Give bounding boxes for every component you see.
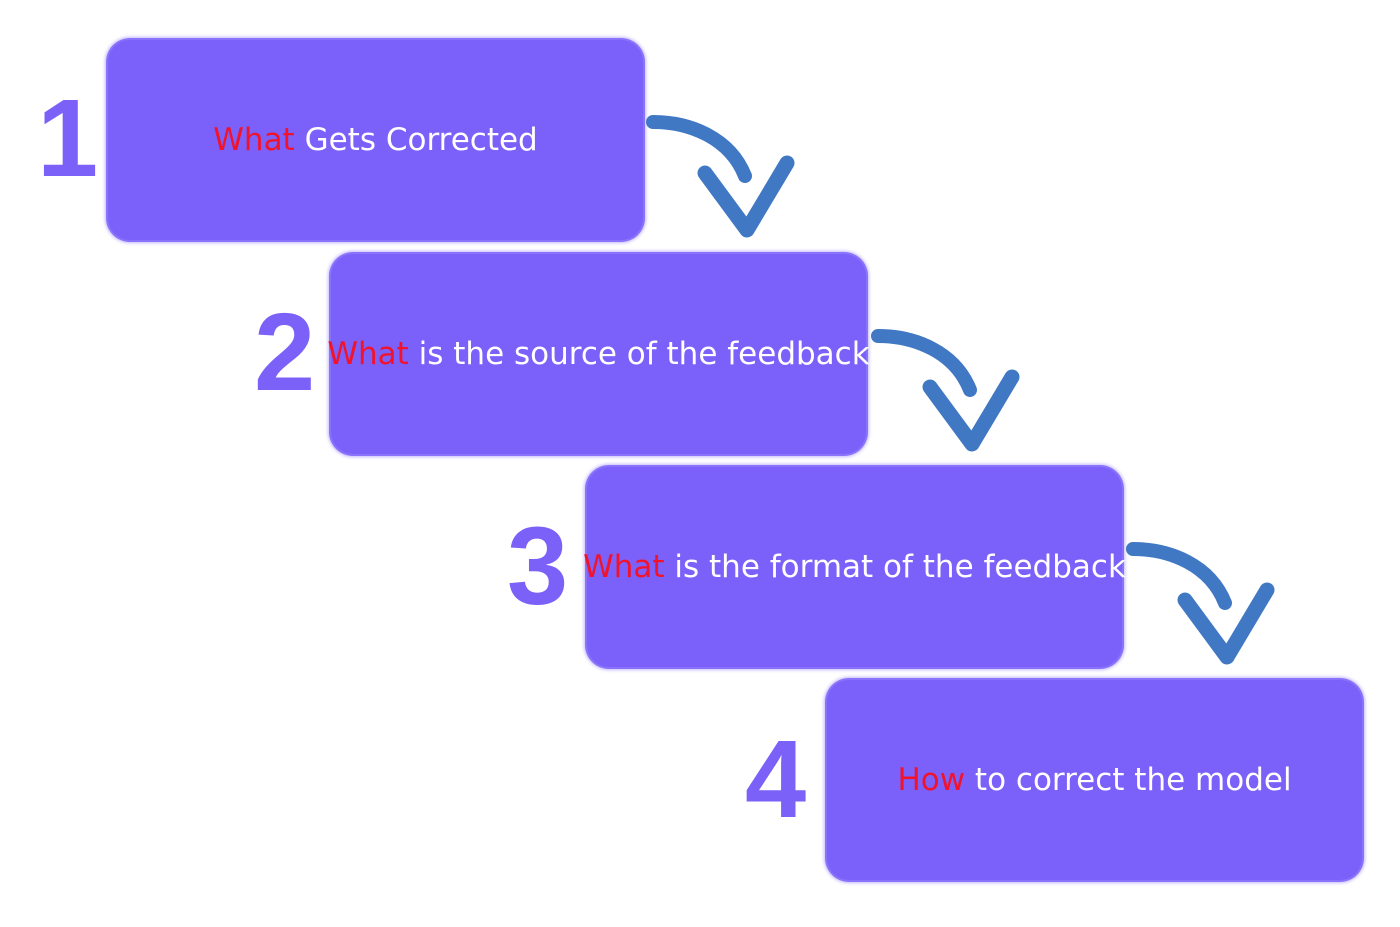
step-1-number: 1: [37, 77, 99, 200]
step-3-text: is the format of the feedback: [664, 549, 1126, 585]
step-1-highlight: What: [213, 122, 295, 158]
step-4-text: to correct the model: [965, 762, 1292, 798]
step-3-number: 3: [507, 505, 569, 628]
step-2-number: 2: [254, 291, 316, 414]
step-4-box: How to correct the model: [827, 680, 1362, 880]
step-2-text: is the source of the feedback: [408, 336, 870, 372]
step-2-label: What is the source of the feedback: [327, 336, 869, 372]
step-4-label: How to correct the model: [897, 762, 1291, 798]
step-3-label: What is the format of the feedback: [583, 549, 1126, 585]
step-4-number: 4: [745, 718, 807, 841]
curved-arrow-icon: [1126, 542, 1275, 665]
step-4-highlight: How: [897, 762, 966, 798]
step-1-text: Gets Corrected: [294, 122, 538, 158]
step-1-label: What Gets Corrected: [213, 122, 537, 158]
step-3-highlight: What: [583, 549, 665, 585]
curved-arrow-icon: [646, 115, 795, 238]
curved-arrow-icon: [871, 329, 1020, 452]
step-1-box: What Gets Corrected: [108, 40, 643, 240]
step-2-highlight: What: [327, 336, 409, 372]
step-2-box: What is the source of the feedback: [327, 254, 870, 454]
step-3-box: What is the format of the feedback: [583, 467, 1126, 667]
